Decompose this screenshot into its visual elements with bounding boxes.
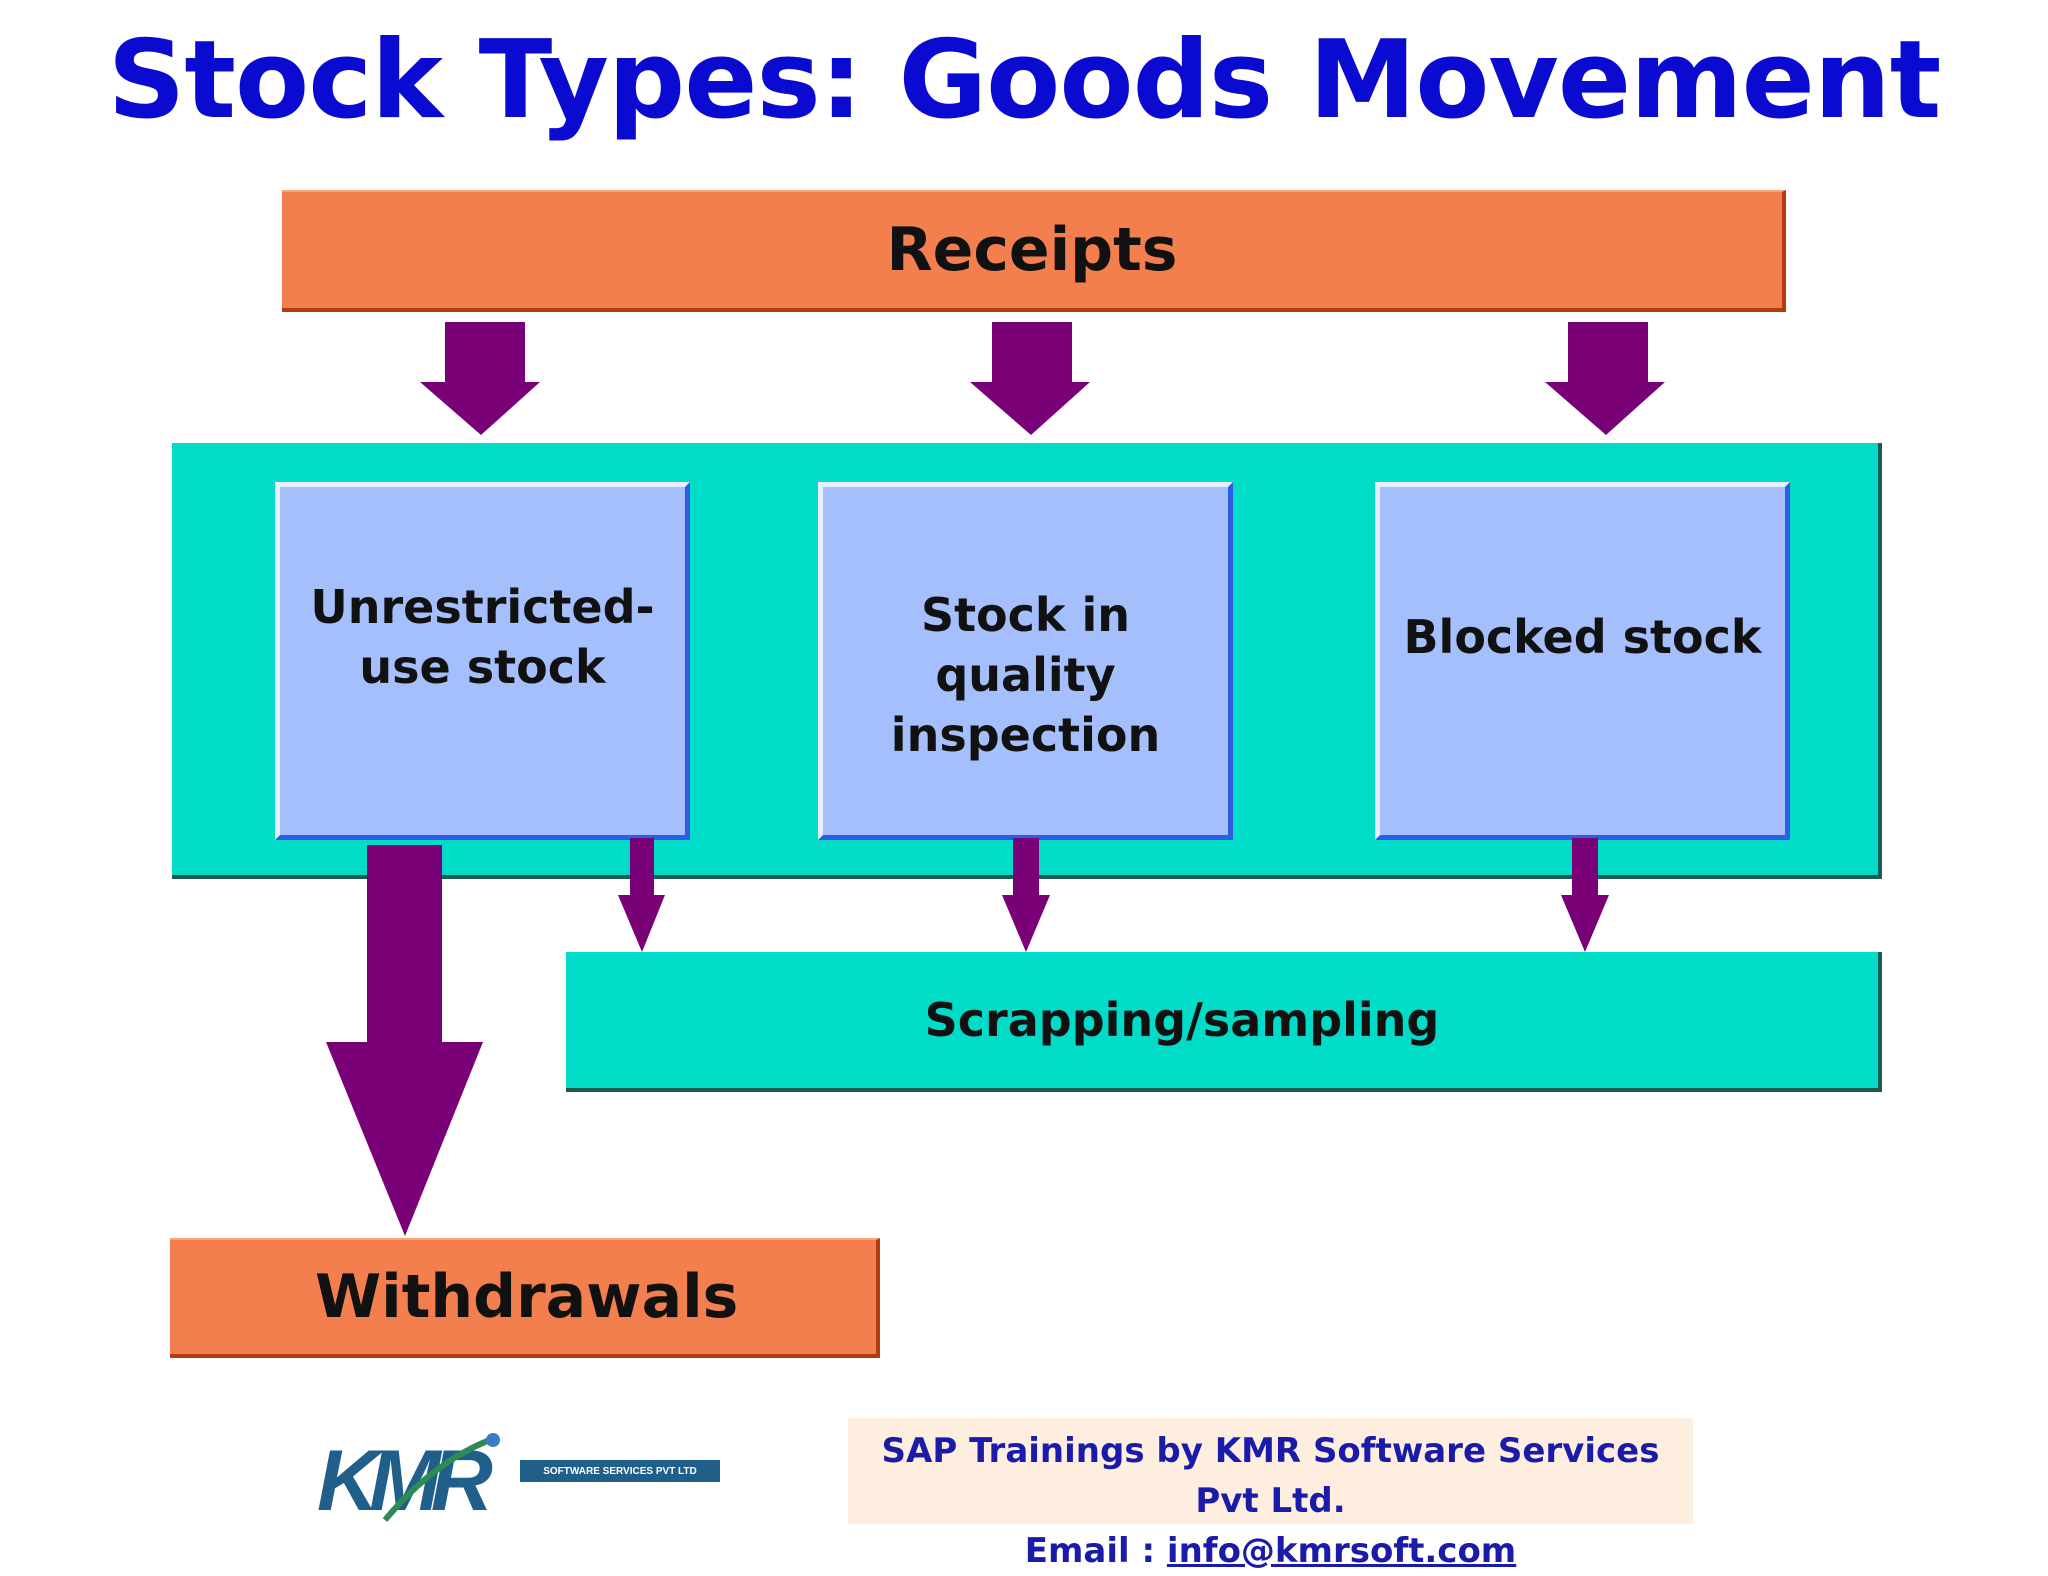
kmr-logo-tagline: SOFTWARE SERVICES PVT LTD xyxy=(543,1466,697,1477)
footer-email-label: Email : xyxy=(1024,1531,1167,1571)
diagram-arrows xyxy=(420,322,1665,435)
blocked-stock-box: Blocked stock xyxy=(1375,482,1790,840)
footer-contact-box: SAP Trainings by KMR Software Services P… xyxy=(848,1418,1693,1571)
footer-line-1: SAP Trainings by KMR Software Services P… xyxy=(881,1431,1660,1521)
receipt-arrow-blocked xyxy=(1545,322,1665,435)
quality-inspection-stock-box: Stock in quality inspection xyxy=(818,482,1233,840)
unrestricted-line-2: use stock xyxy=(359,640,606,694)
receipt-arrow-unrestricted xyxy=(420,322,540,435)
kmr-logo-tagline-band xyxy=(520,1460,720,1482)
scrapping-label: Scrapping/sampling xyxy=(924,993,1440,1047)
withdrawals-bar: Withdrawals xyxy=(170,1238,880,1358)
flow-arrows xyxy=(326,838,1609,1236)
footer-line-2: Email : info@kmrsoft.com xyxy=(848,1526,1693,1576)
withdrawals-label: Withdrawals xyxy=(315,1262,739,1332)
unrestricted-use-stock-box: Unrestricted- use stock xyxy=(275,482,690,840)
receipts-bar: Receipts xyxy=(282,190,1786,312)
kmr-logo-dot xyxy=(486,1433,500,1447)
page-title: Stock Types: Goods Movement xyxy=(107,18,1942,143)
receipt-arrow-quality xyxy=(970,322,1090,435)
scrap-arrow-unrestricted xyxy=(618,838,665,952)
receipts-label: Receipts xyxy=(886,215,1178,285)
quality-line-2: inspection xyxy=(890,708,1161,762)
kmr-logo: KMR SOFTWARE SERVICES PVT LTD xyxy=(315,1420,725,1530)
scrap-arrow-quality xyxy=(1002,838,1050,952)
footer-email-link[interactable]: info@kmrsoft.com xyxy=(1166,1531,1517,1571)
blocked-line-1: Blocked stock xyxy=(1403,610,1762,664)
kmr-logo-wordmark: KMR xyxy=(317,1433,493,1529)
scrap-arrow-blocked xyxy=(1561,838,1609,952)
unrestricted-line-1: Unrestricted- xyxy=(310,580,655,634)
kmr-logo-graphic: KMR xyxy=(317,1433,720,1529)
quality-line-1: Stock in quality xyxy=(920,588,1131,702)
kmr-logo-swoosh xyxy=(382,1435,497,1522)
withdrawal-arrow xyxy=(326,845,483,1236)
scrapping-bar: Scrapping/sampling xyxy=(566,952,1882,1092)
